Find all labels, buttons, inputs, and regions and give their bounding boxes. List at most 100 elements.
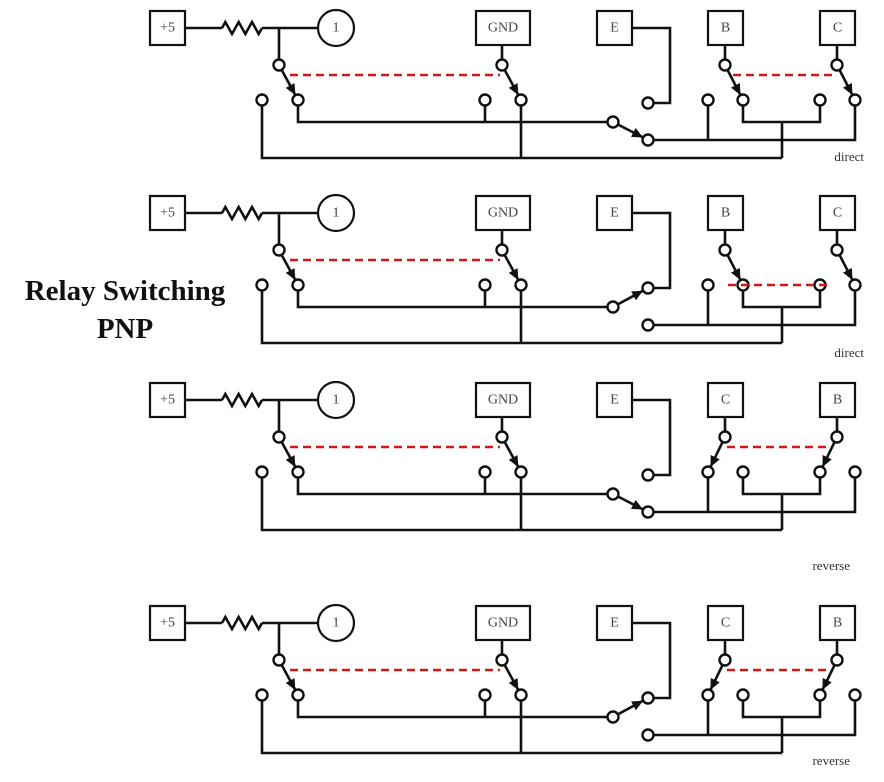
e-switch-arm-arrowhead — [631, 128, 644, 138]
e-switch-common-node — [606, 710, 620, 724]
relay-left-bc-common-node — [718, 430, 732, 444]
relay-gnd-nc-node — [478, 465, 492, 479]
relay-right-bc-b-node — [848, 688, 862, 702]
pin-box-plus5-label: +5 — [160, 393, 175, 408]
wire-relay1-to-e-switch — [296, 700, 608, 719]
wire-e-bus — [653, 477, 857, 514]
e-switch-common-node — [606, 300, 620, 314]
title-line-1: Relay Switching — [24, 275, 226, 307]
pin-box-e-frame — [595, 381, 634, 419]
wire-bottom-bus — [260, 700, 782, 755]
pin-box-gnd-frame — [474, 381, 532, 419]
wire-bottom-bus — [260, 477, 782, 532]
relay-right-bc-common-node — [830, 58, 844, 72]
pin-box-gnd-label: GND — [488, 616, 518, 631]
pin-box-e: E — [595, 194, 634, 232]
pin-box-gnd: GND — [474, 9, 532, 47]
wire-e-bus — [653, 105, 857, 142]
e-switch-common-node — [606, 487, 620, 501]
pin-box-left-bc: B — [706, 194, 745, 232]
wire-bc-tie — [741, 477, 822, 496]
relay-gnd-nc-node — [478, 688, 492, 702]
pin-box-left-bc: B — [706, 9, 745, 47]
relay-left-bc-a-node — [701, 278, 715, 292]
wire-bc-tie — [741, 290, 822, 309]
relay1-arm-arrowhead — [285, 455, 296, 468]
relay-gnd-no-node — [514, 465, 528, 479]
pin-box-gnd-frame — [474, 604, 532, 642]
relay-left-bc-common-node — [718, 58, 732, 72]
relay-right-bc-b-node — [848, 465, 862, 479]
pin-box-gnd-frame — [474, 194, 532, 232]
relay1-arm-arrowhead — [285, 83, 296, 96]
indicator-label: 1 — [333, 21, 340, 36]
pin-box-right-bc-frame — [818, 194, 857, 232]
pin-box-right-bc: C — [818, 194, 857, 232]
relay-gnd-no-node — [514, 278, 528, 292]
relay-right-bc-common-node — [830, 653, 844, 667]
mode-label: direct — [834, 345, 864, 360]
relay-left-bc-b-node — [736, 93, 750, 107]
pin-box-gnd-label: GND — [488, 21, 518, 36]
wire-e — [632, 398, 672, 477]
relay-left-bc-arm-arrowhead — [731, 83, 741, 96]
diagram-title: Relay Switching PNP — [0, 272, 250, 348]
relay-gnd-arm-arrowhead — [508, 268, 519, 281]
pin-box-right-bc-label: C — [833, 206, 842, 221]
e-switch-lower-node — [641, 728, 655, 742]
relay1-nc-node — [255, 93, 269, 107]
e-switch-upper-node — [641, 281, 655, 295]
relay-right-bc-arm-arrowhead — [822, 454, 832, 468]
mode-label: reverse — [812, 558, 850, 573]
pin-box-left-bc-frame — [706, 604, 745, 642]
relay-right-bc-arm-arrowhead — [843, 83, 853, 96]
relay-gnd-no-node — [514, 688, 528, 702]
pin-box-left-bc-label: C — [721, 616, 730, 631]
relay1-common-node — [272, 430, 286, 444]
pin-box-right-bc-label: C — [833, 21, 842, 36]
pin-box-gnd-label: GND — [488, 393, 518, 408]
title-line-2: PNP — [96, 313, 154, 345]
relay-left-bc-a-node — [701, 688, 715, 702]
e-switch-upper-node — [641, 96, 655, 110]
relay1-no-node — [291, 278, 305, 292]
relay1-no-node — [291, 688, 305, 702]
relay-gnd-no-node — [514, 93, 528, 107]
relay-left-bc-a-node — [701, 93, 715, 107]
e-switch-upper-node — [641, 468, 655, 482]
resistor-icon — [220, 204, 264, 222]
wire-bc-tie — [741, 700, 822, 719]
pin-box-e: E — [595, 604, 634, 642]
pin-box-e-frame — [595, 9, 634, 47]
pin-box-gnd-frame — [474, 9, 532, 47]
pin-box-left-bc-label: C — [721, 393, 730, 408]
pin-box-e-label: E — [610, 393, 619, 408]
wire-relay1-to-e-switch — [296, 477, 608, 496]
pin-box-gnd: GND — [474, 604, 532, 642]
mode-label: reverse — [812, 753, 850, 768]
e-switch-upper-node — [641, 691, 655, 705]
pin-box-e: E — [595, 381, 634, 419]
pin-box-left-bc: C — [706, 381, 745, 419]
pin-box-e-label: E — [610, 616, 619, 631]
indicator-circle-icon — [316, 193, 356, 233]
mode-label: direct — [834, 149, 864, 164]
relay-gnd-common-node — [495, 243, 509, 257]
relay-left-bc-arm-arrowhead — [710, 454, 720, 468]
relay-left-bc-common-node — [718, 243, 732, 257]
wire-e-bus — [653, 700, 857, 737]
relay-right-bc-b-node — [848, 93, 862, 107]
relay-gnd-arm-arrowhead — [508, 455, 519, 468]
indicator-circle-icon — [316, 380, 356, 420]
wire-e — [632, 26, 672, 105]
wire-e — [632, 211, 672, 290]
relay1-common-node — [272, 58, 286, 72]
e-switch-arm-arrowhead — [631, 290, 644, 301]
pin-box-right-bc: B — [818, 381, 857, 419]
indicator-circle-icon — [316, 603, 356, 643]
relay1-nc-node — [255, 688, 269, 702]
